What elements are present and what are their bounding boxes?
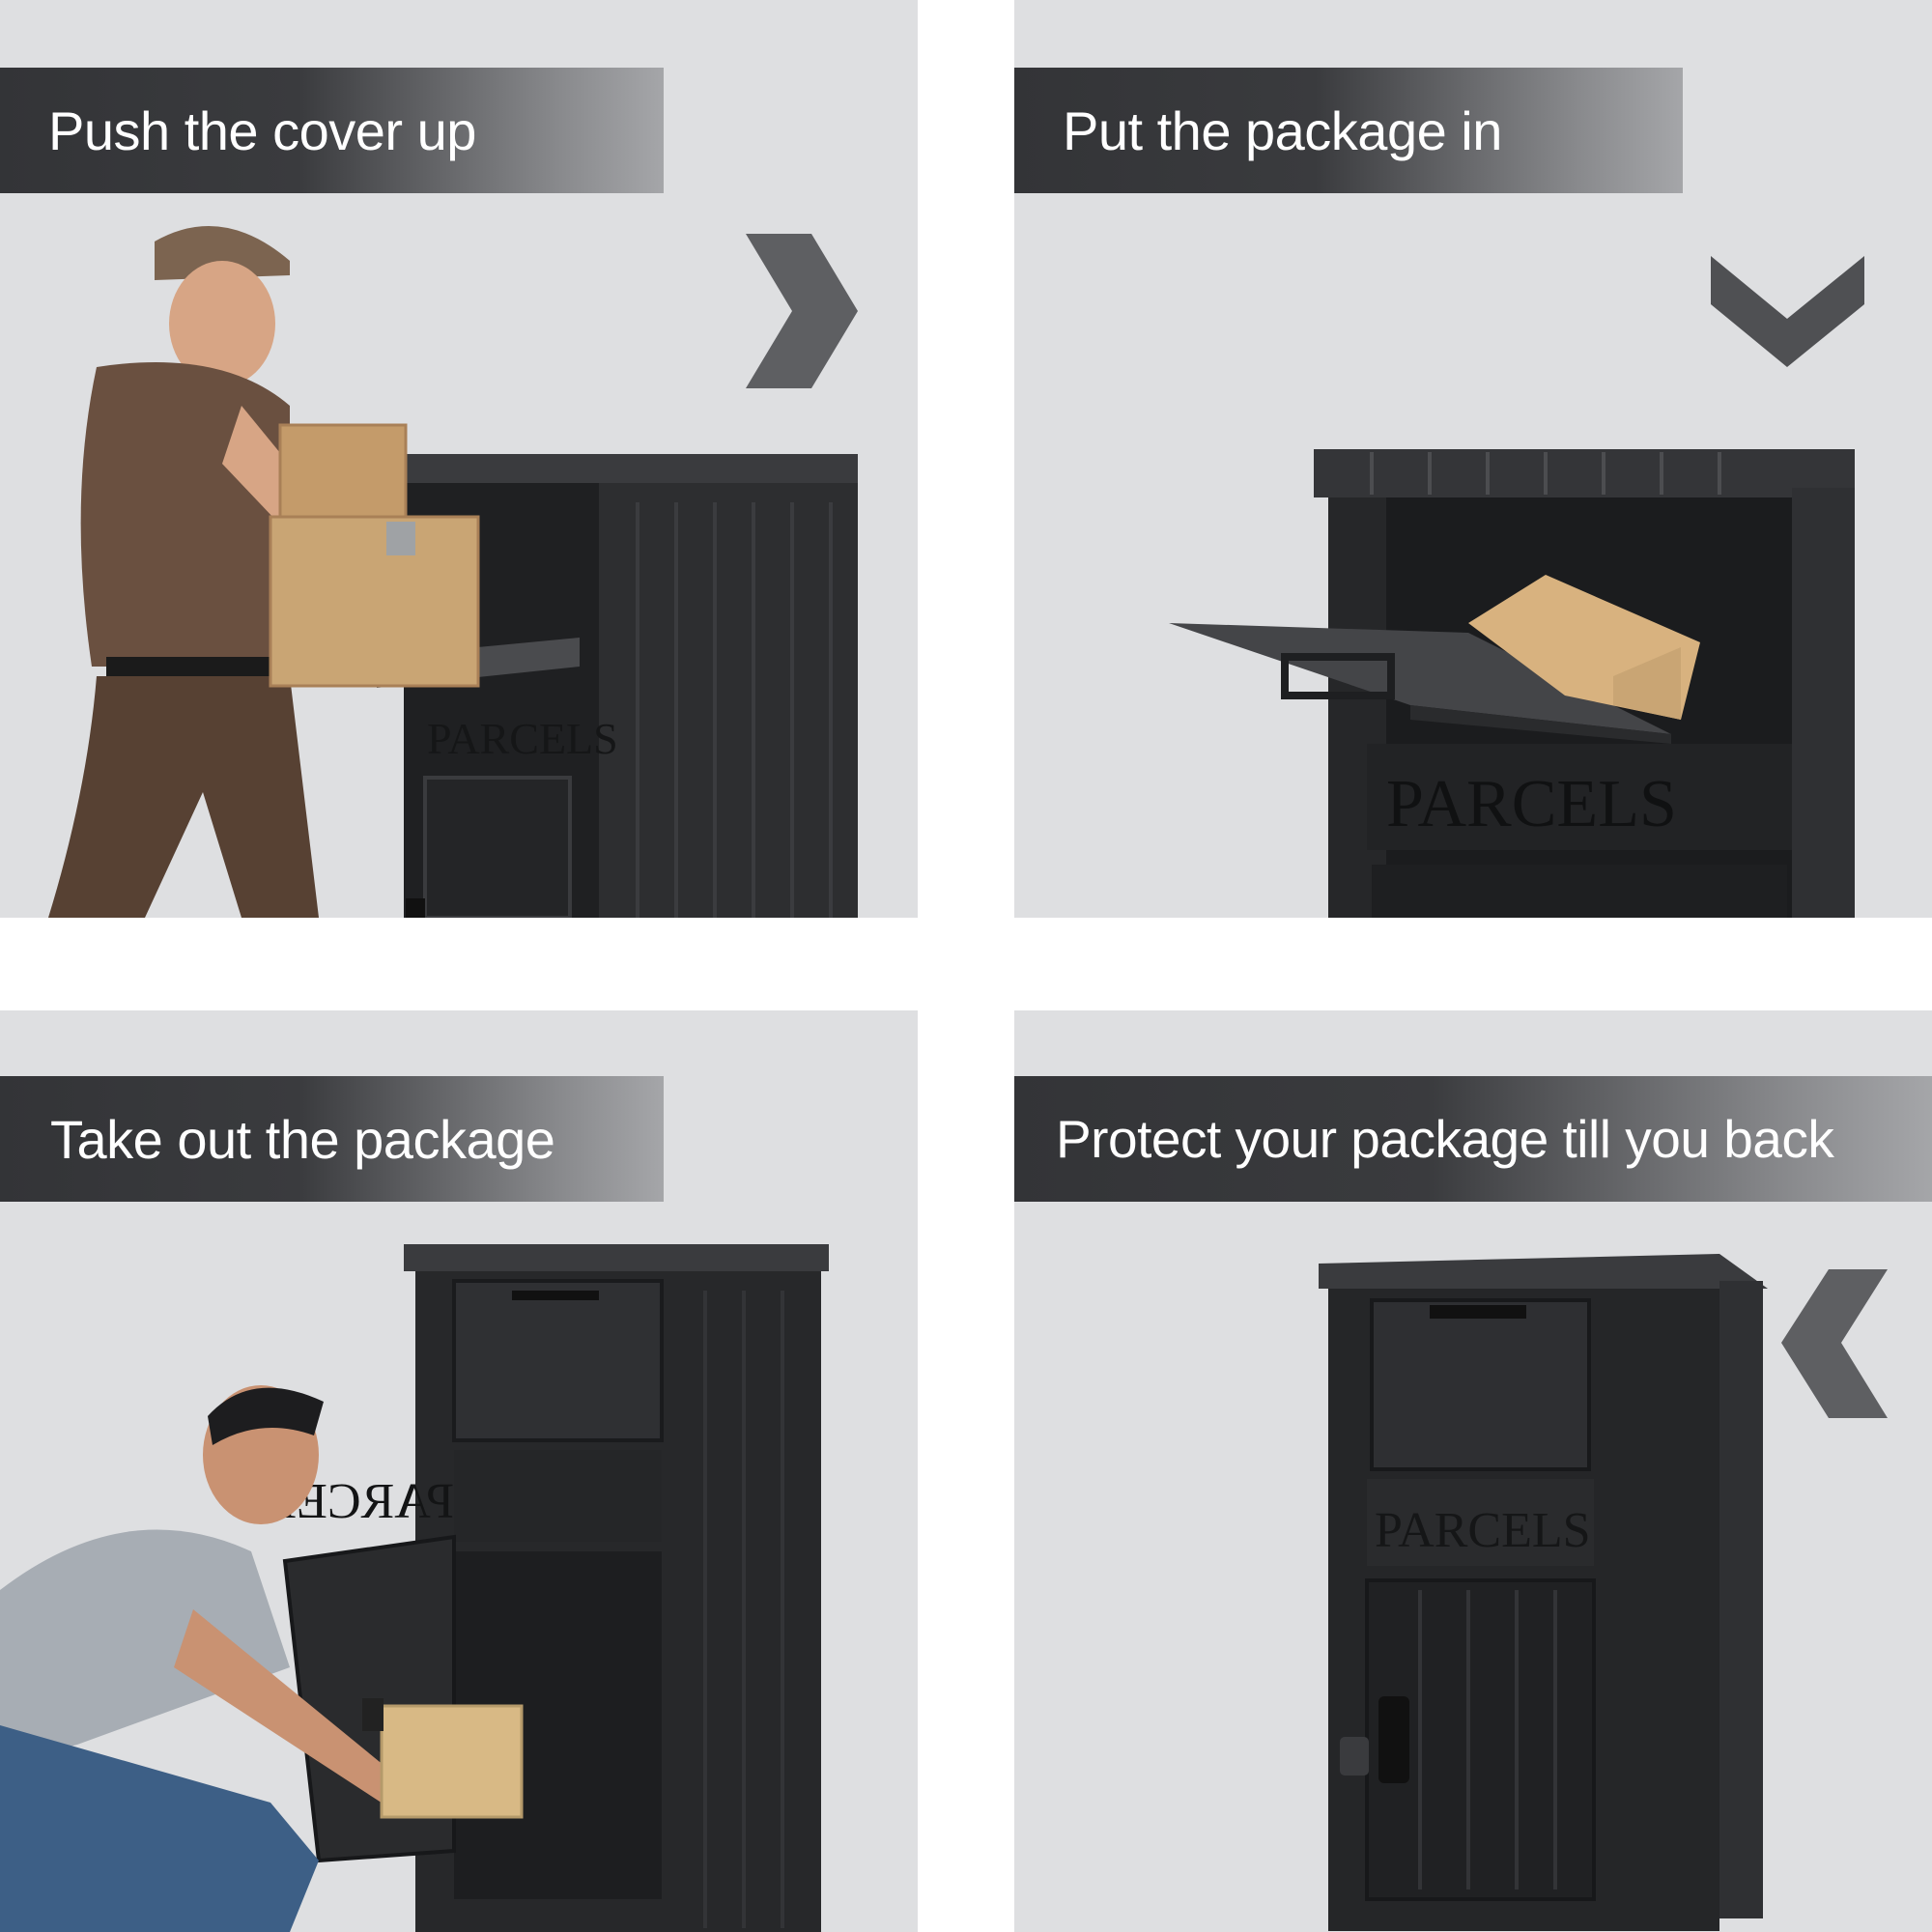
parcel-box: PARCELS — [238, 1244, 829, 1932]
put-package-illustration: PARCELS — [1169, 256, 1864, 918]
box-label: PARCELS — [1386, 767, 1677, 841]
push-cover-illustration: PARCELS — [48, 226, 858, 918]
padlock — [1340, 1737, 1369, 1776]
step-caption-banner: Push the cover up — [0, 68, 664, 193]
parcel-box: PARCELS — [377, 454, 858, 918]
chevron-down-icon — [1711, 256, 1864, 367]
step-panel-put-package: Put the package in PARCELS — [1014, 0, 1932, 918]
step-caption-banner: Take out the package — [0, 1076, 664, 1202]
step-panel-protect: Protect your package till you back PARCE… — [1014, 1010, 1932, 1932]
protect-illustration: PARCELS — [1319, 1254, 1888, 1931]
parcel-box: PARCELS — [1169, 449, 1855, 918]
person-taking-package — [0, 1385, 524, 1932]
step-panel-take-out: Take out the package PARCELS — [0, 1010, 918, 1932]
step-caption: Push the cover up — [48, 99, 476, 161]
take-out-illustration: PARCELS — [0, 1244, 829, 1932]
door-handle — [1378, 1696, 1409, 1783]
box-label: PARCELS — [427, 714, 618, 763]
open-cover — [1169, 623, 1671, 734]
step-caption: Take out the package — [50, 1108, 555, 1170]
step-caption-banner: Protect your package till you back — [1014, 1076, 1932, 1202]
step-caption: Put the package in — [1063, 99, 1502, 161]
step-caption-banner: Put the package in — [1014, 68, 1683, 193]
delivery-person — [48, 226, 480, 918]
box-label: PARCELS — [1375, 1503, 1591, 1558]
step-panel-push-cover: Push the cover up PARCELS — [0, 0, 918, 918]
chevron-left-icon — [1781, 1269, 1888, 1418]
step-caption: Protect your package till you back — [1056, 1109, 1834, 1169]
parcel-box: PARCELS — [1319, 1254, 1768, 1931]
chevron-right-icon — [746, 234, 858, 388]
